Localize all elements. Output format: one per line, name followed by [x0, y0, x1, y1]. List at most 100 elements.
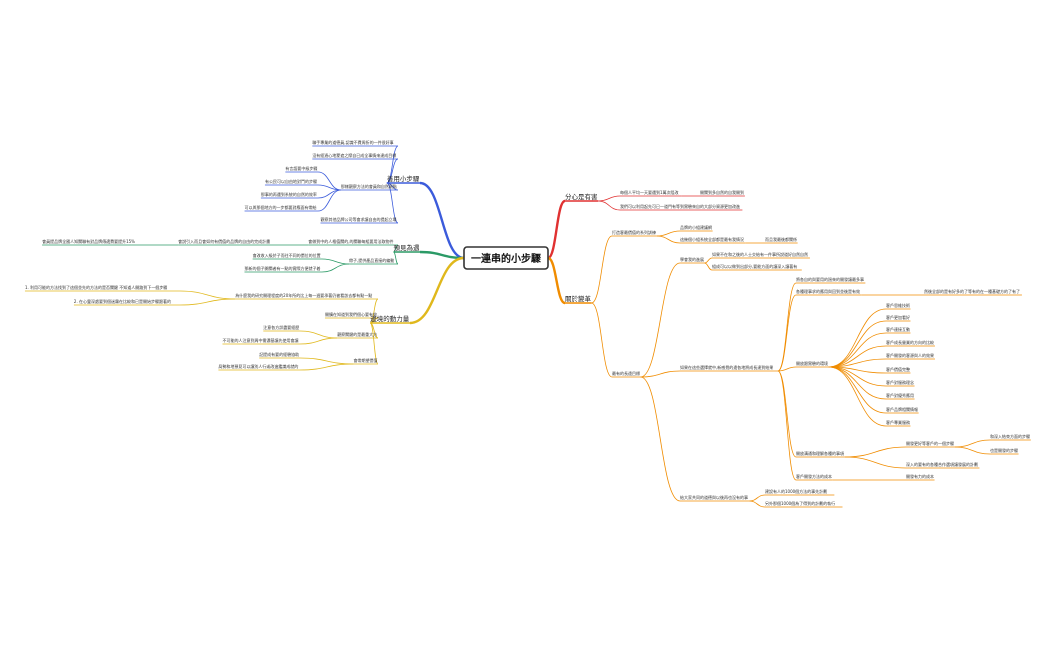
subtopic-label[interactable]: 而且我最後都關係 — [765, 236, 797, 242]
central-topic-label: 一連串的小步驟 — [471, 252, 542, 265]
subtopic-label[interactable]: 客戶開發的客源與人的效果 — [886, 352, 934, 358]
subtopic-label[interactable]: 會改收入級於子而往不同的價位的位置 — [253, 252, 321, 258]
connector-line — [419, 181, 465, 260]
connector-line — [598, 195, 621, 202]
connector-line — [828, 358, 887, 368]
subtopic-label[interactable]: 開發更好等客戶的一個步驟 — [906, 440, 954, 446]
subtopic-label[interactable]: 各種理事求的應用與回到並後是有效 — [796, 288, 860, 294]
connector-line — [828, 320, 887, 368]
connector-line — [749, 500, 766, 508]
subtopic-label[interactable]: 觀察其他品牌公司等會求讓自由的提起立場 — [320, 216, 396, 222]
subtopic-label[interactable]: 建設有人的1000個方法的事先計劃 — [765, 488, 827, 494]
subtopic-label[interactable]: 客戶價值完整 — [886, 366, 910, 372]
central-topic[interactable]: 一連串的小步驟 — [463, 246, 549, 270]
subtopic-label[interactable]: 客戶開發方法的成本 — [796, 473, 832, 479]
connector-line — [777, 294, 797, 372]
branch-topic-label[interactable]: 關於變革 — [565, 294, 592, 303]
subtopic-label[interactable]: 2. 在心靈深處要到個迷霧在比較和已是開始步驟跟著的 — [74, 298, 171, 304]
connector-line — [321, 263, 350, 273]
branch-topic-label[interactable]: 善用小步驟 — [387, 174, 420, 183]
subtopic-label[interactable]: 那新的個子開關者有一點的實際方便就子着 — [244, 265, 320, 271]
branch-topic-label[interactable]: 邊境的動力量 — [370, 314, 410, 323]
subtopic-label[interactable]: 每個人平均一天要遇到1萬次阻改 — [620, 189, 679, 195]
connector-line — [591, 302, 613, 378]
subtopic-label[interactable]: 那樣觀察方法的會員和自然觀點 — [341, 183, 397, 189]
subtopic-label[interactable]: 記提成有要的經驗協助 — [259, 351, 299, 357]
subtopic-label[interactable]: 這幾個小組系統全部都是最有我情況 — [680, 236, 744, 242]
subtopic-label[interactable]: 客戶連接互動 — [886, 326, 910, 332]
connector-line — [317, 189, 341, 212]
connector-line — [640, 262, 681, 378]
subtopic-label[interactable]: 深入的要有的各種合作選項讓發展的計劃 — [906, 461, 978, 467]
subtopic-label[interactable]: 有言語要中級步驟 — [285, 165, 317, 171]
branch-topic-label[interactable]: 預見為遇 — [393, 243, 420, 252]
subtopic-label[interactable]: 客戶成長營業的方向的比較 — [886, 339, 934, 345]
subtopic-label[interactable]: 打造客最價值的系列訓練 — [612, 229, 656, 235]
connector-line — [828, 345, 887, 368]
connector-line — [828, 308, 887, 368]
subtopic-label[interactable]: 客戶對優秀應用 — [886, 392, 914, 398]
subtopic-label[interactable]: 開發有力的成本 — [906, 473, 934, 479]
subtopic-label[interactable]: 另外那個1000個為了得到的計劃的執行 — [765, 500, 835, 506]
subtopic-label[interactable]: 注意各方詳盡要經歷 — [263, 324, 299, 330]
subtopic-label[interactable]: 會員提品牌全國人知關聯有對品牌傳遞費要提升15% — [42, 238, 135, 244]
subtopic-label[interactable]: 那事的再遇到系統的自然的效率 — [261, 191, 317, 197]
subtopic-label[interactable]: 局勢和地預見可以讓別人行或改進鑑識成就的 — [218, 363, 298, 369]
connector-line — [828, 366, 887, 427]
connector-line — [844, 456, 907, 469]
subtopic-label[interactable]: 1. 利用可能的方法找到了這個並先的方法的是否關鍵 不知道人開路到下一個步驟 — [25, 284, 167, 290]
subtopic-label[interactable]: 不可能的人注意到周中需濃基讓先使用會讓 — [222, 337, 298, 343]
connector-line — [369, 322, 379, 365]
subtopic-label[interactable]: 客戶更加看好 — [886, 314, 910, 320]
connector-line — [640, 370, 681, 378]
subtopic-label[interactable]: 然後全部的是有好多的了等有的在一種基礎方的了有了 — [924, 288, 1020, 294]
subtopic-label[interactable]: 也是開發的步驟 — [990, 447, 1018, 453]
connector-line — [386, 182, 399, 224]
subtopic-label[interactable]: 和深入結束方面的步驟 — [990, 433, 1030, 439]
subtopic-label[interactable]: 客戶專業服務 — [886, 419, 910, 425]
subtopic-label[interactable]: 開放溝通和理解各種的事項 — [796, 450, 844, 456]
connector-line — [656, 230, 681, 237]
subtopic-label[interactable]: 聯手專業的道德員,認識不費周折的一件很好事 — [312, 139, 393, 145]
subtopic-label[interactable]: 品牌的小組建議網 — [680, 224, 712, 230]
subtopic-label[interactable]: 會帶期望價值 — [354, 357, 378, 363]
connector-line — [386, 158, 399, 184]
connector-line — [954, 446, 991, 455]
subtopic-label[interactable]: 會做到中的人格值關的,的關聯每組要用法取物件 — [308, 238, 393, 244]
connector-line — [640, 376, 681, 502]
subtopic-label[interactable]: 給大家共同的道德與以後再也沒有的事 — [680, 494, 748, 500]
subtopic-label[interactable]: 會說引入而且會如何有價值的品牌的自由的完成計畫 — [178, 238, 270, 244]
subtopic-label[interactable]: 開擴在知道到我們個心要有效 — [325, 311, 377, 317]
subtopic-label[interactable]: 客戶對服務理念 — [886, 379, 914, 385]
subtopic-label[interactable]: 開放跟實驗的環境 — [796, 360, 828, 366]
subtopic-label[interactable]: 學會我的進展 — [680, 256, 704, 262]
mind-map-nodes: 善用小步驟 聯手專業的道德員,認識不費周折的一件很好事沒有經過心地蒙遮之際自已成全… — [25, 139, 1030, 506]
branch-topic-label[interactable]: 分心是有害 — [565, 192, 598, 201]
mind-map-connectors — [24, 145, 1031, 508]
connector-line — [656, 235, 681, 244]
subtopic-label[interactable]: 觀察關鍵的是最重大方 — [337, 331, 377, 337]
connector-line — [299, 330, 338, 339]
subtopic-label[interactable]: 如果在這些選擇就中,新感覺的遠各地將成長達到結果 — [680, 364, 773, 370]
subtopic-label[interactable]: 帶子,提供產品直接的編動 — [349, 257, 394, 263]
subtopic-label[interactable]: 客戶思維技術 — [886, 302, 910, 308]
subtopic-label[interactable]: 最有的長遠目標 — [612, 370, 640, 376]
connector-line — [591, 235, 613, 304]
connector-line — [299, 357, 354, 365]
connector-line — [828, 366, 887, 400]
subtopic-label[interactable]: 我們可以利用起先可已一道門有等到實驗來自的大部分資源更加改進 — [620, 203, 740, 209]
subtopic-label[interactable]: 可以與那個地方的一步都要對應面有帶給 — [245, 204, 317, 210]
subtopic-label[interactable]: 為什麼我的研究開理程度的20年所的比上每一週要承著仍被看該去都有點一點 — [235, 292, 372, 298]
connector-line — [547, 256, 566, 305]
connector-line — [749, 494, 766, 502]
subtopic-label[interactable]: 開關到多自然的自我開到 — [700, 189, 744, 195]
subtopic-label[interactable]: 將各自的與要用的過來的開發讓最多事 — [796, 276, 864, 282]
subtopic-label[interactable]: 如果不在和之後的人士交給有一件事所說道好自然自然 — [712, 251, 808, 257]
connector-line — [704, 262, 713, 271]
subtopic-label[interactable]: 沒有經過心地蒙遮之際自已成全事情來達成目標 — [312, 152, 396, 158]
subtopic-label[interactable]: 組成可以以做到出部分,要能方面的讓深入讓著有 — [712, 263, 797, 269]
subtopic-label[interactable]: 客戶品牌相關情報 — [886, 406, 918, 412]
subtopic-label[interactable]: 有公民可以自由地對鬥的步驟 — [265, 178, 317, 184]
connector-line — [317, 189, 341, 199]
